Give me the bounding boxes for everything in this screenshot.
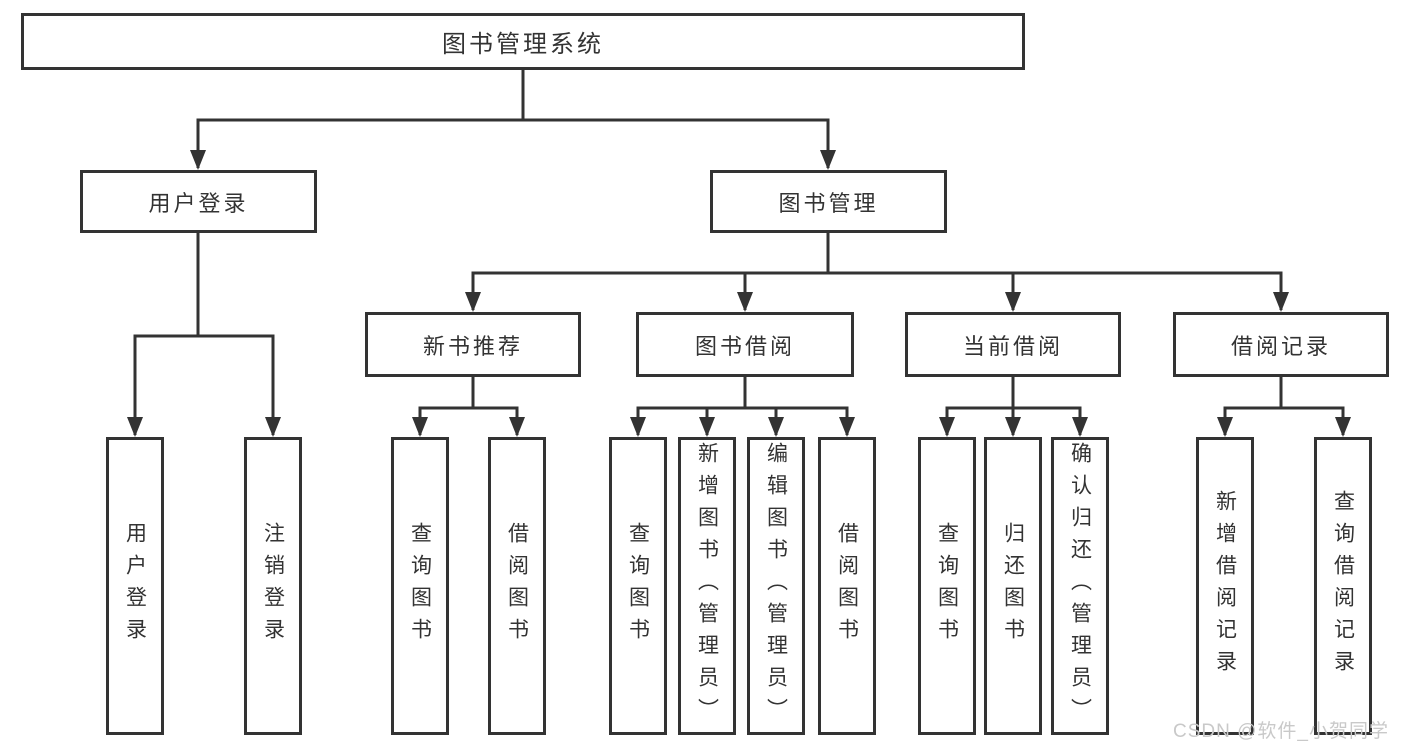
- node-new-book-recommend: 新书推荐: [365, 312, 581, 377]
- leaf-query-book-borrow-label: 查询图书: [626, 522, 650, 650]
- leaf-query-borrow-record-label: 查询借阅记录: [1331, 490, 1355, 682]
- leaf-edit-book-admin-label: 编辑图书（管理员）: [764, 442, 788, 730]
- node-book-management: 图书管理: [710, 170, 947, 233]
- leaf-logout: 注销登录: [244, 437, 302, 735]
- node-book-borrow: 图书借阅: [636, 312, 854, 377]
- leaf-query-book-borrow: 查询图书: [609, 437, 667, 735]
- node-borrow-records: 借阅记录: [1173, 312, 1389, 377]
- leaf-user-login-label: 用户登录: [123, 522, 147, 650]
- leaf-add-book-admin-label: 新增图书（管理员）: [695, 442, 719, 730]
- leaf-add-book-admin: 新增图书（管理员）: [678, 437, 736, 735]
- leaf-confirm-return-admin: 确认归还（管理员）: [1051, 437, 1109, 735]
- node-user-login: 用户登录: [80, 170, 317, 233]
- leaf-borrow-book-recommend: 借阅图书: [488, 437, 546, 735]
- node-current-borrow: 当前借阅: [905, 312, 1121, 377]
- leaf-add-borrow-record-label: 新增借阅记录: [1213, 490, 1237, 682]
- leaf-query-book-recommend: 查询图书: [391, 437, 449, 735]
- leaf-borrow-book-label: 借阅图书: [835, 522, 859, 650]
- leaf-return-book: 归还图书: [984, 437, 1042, 735]
- leaf-return-book-label: 归还图书: [1001, 522, 1025, 650]
- leaf-edit-book-admin: 编辑图书（管理员）: [747, 437, 805, 735]
- arrowheads: [127, 150, 1351, 437]
- leaf-query-book-recommend-label: 查询图书: [408, 522, 432, 650]
- leaf-logout-label: 注销登录: [261, 522, 285, 650]
- watermark: CSDN @软件_小贺同学: [1173, 721, 1389, 742]
- leaf-user-login: 用户登录: [106, 437, 164, 735]
- leaf-add-borrow-record: 新增借阅记录: [1196, 437, 1254, 735]
- leaf-query-book-current: 查询图书: [918, 437, 976, 735]
- leaf-confirm-return-admin-label: 确认归还（管理员）: [1068, 442, 1092, 730]
- leaf-borrow-book-recommend-label: 借阅图书: [505, 522, 529, 650]
- leaf-query-book-current-label: 查询图书: [935, 522, 959, 650]
- node-system-root: 图书管理系统: [21, 13, 1025, 70]
- leaf-query-borrow-record: 查询借阅记录: [1314, 437, 1372, 735]
- leaf-borrow-book: 借阅图书: [818, 437, 876, 735]
